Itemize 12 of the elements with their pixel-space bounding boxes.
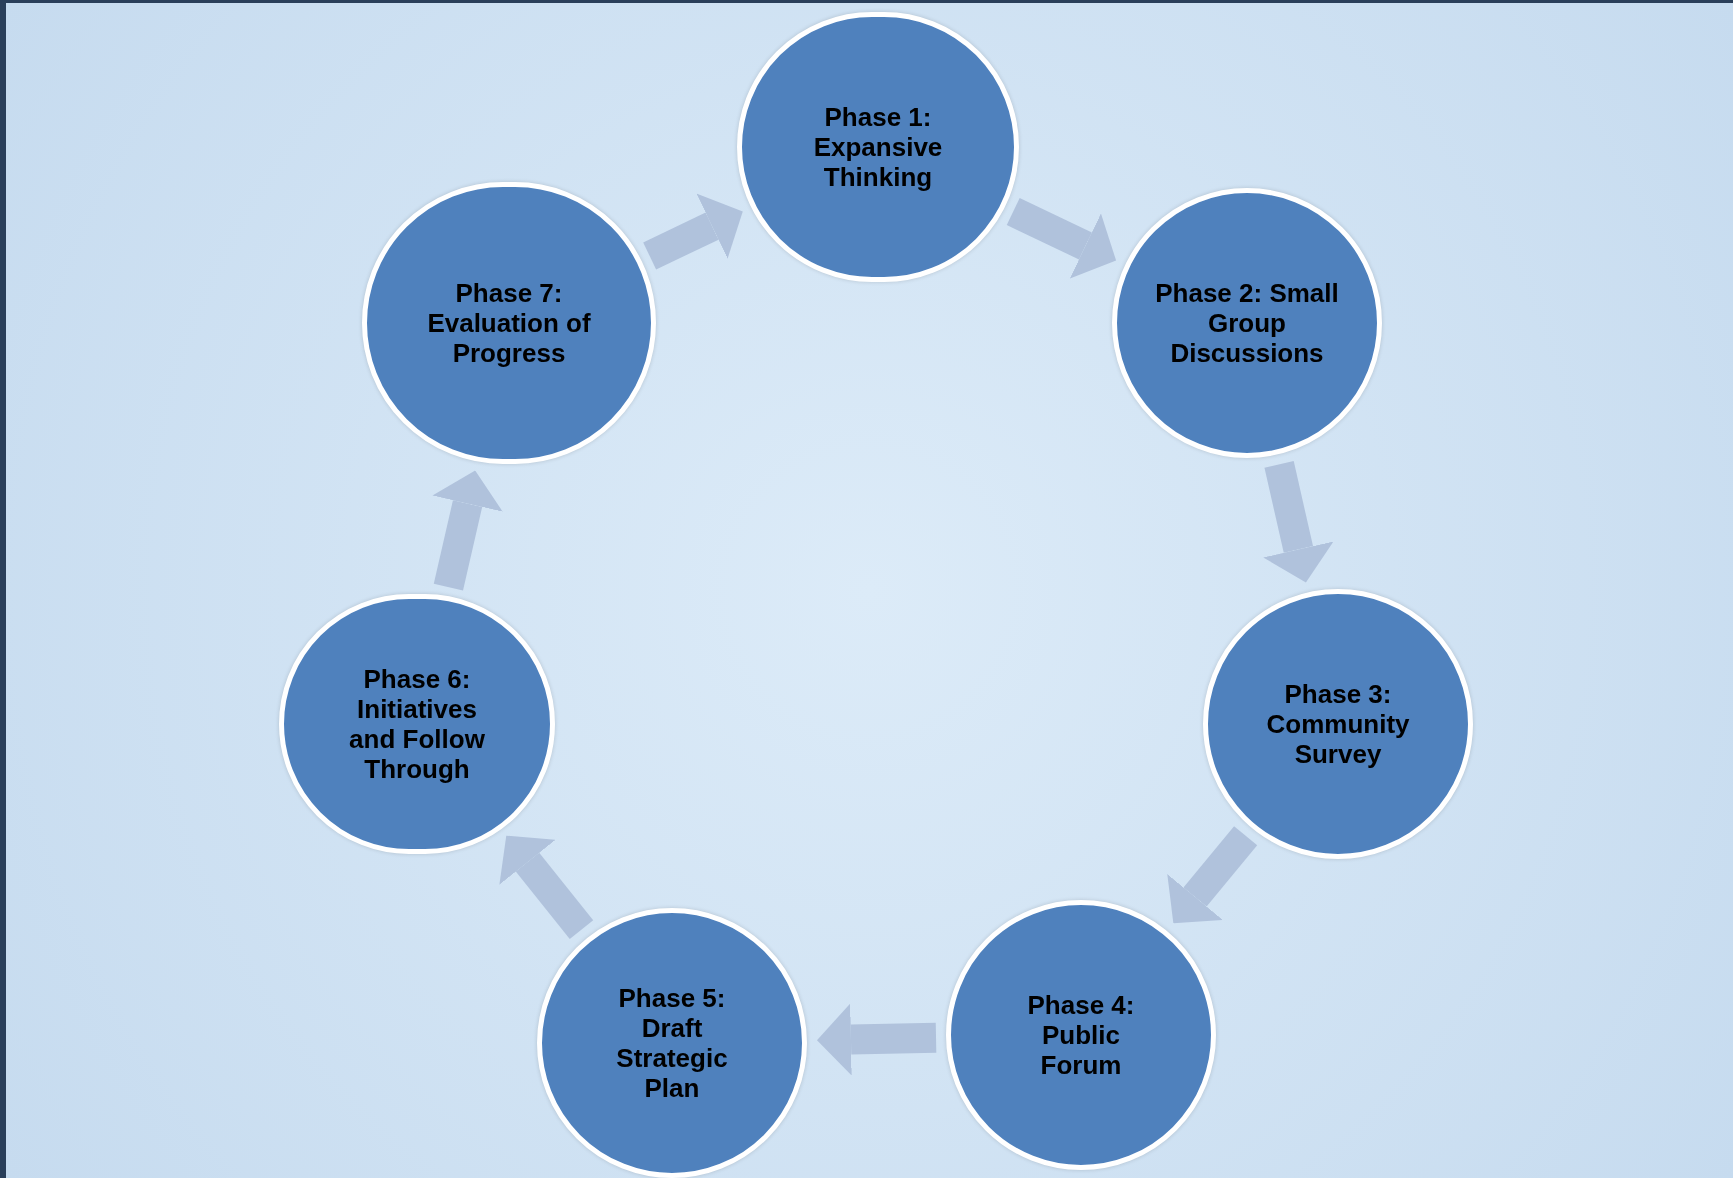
block-arrow [1167,826,1258,924]
block-arrow [816,1003,937,1076]
phase-label: Phase 4: Public Forum [1026,990,1136,1080]
block-arrow [1263,461,1334,583]
phase-label: Phase 3: Community Survey [1265,679,1411,769]
block-arrow [432,470,503,591]
phase-label: Phase 6: Initiatives and Follow Through [348,664,486,784]
block-arrow [499,835,594,940]
phase-label: Phase 2: Small Group Discussions [1154,278,1340,368]
phase-label: Phase 1: Expansive Thinking [812,102,944,192]
phase-label: Phase 5: Draft Strategic Plan [615,983,729,1103]
phase-label: Phase 7: Evaluation of Progress [426,278,592,368]
